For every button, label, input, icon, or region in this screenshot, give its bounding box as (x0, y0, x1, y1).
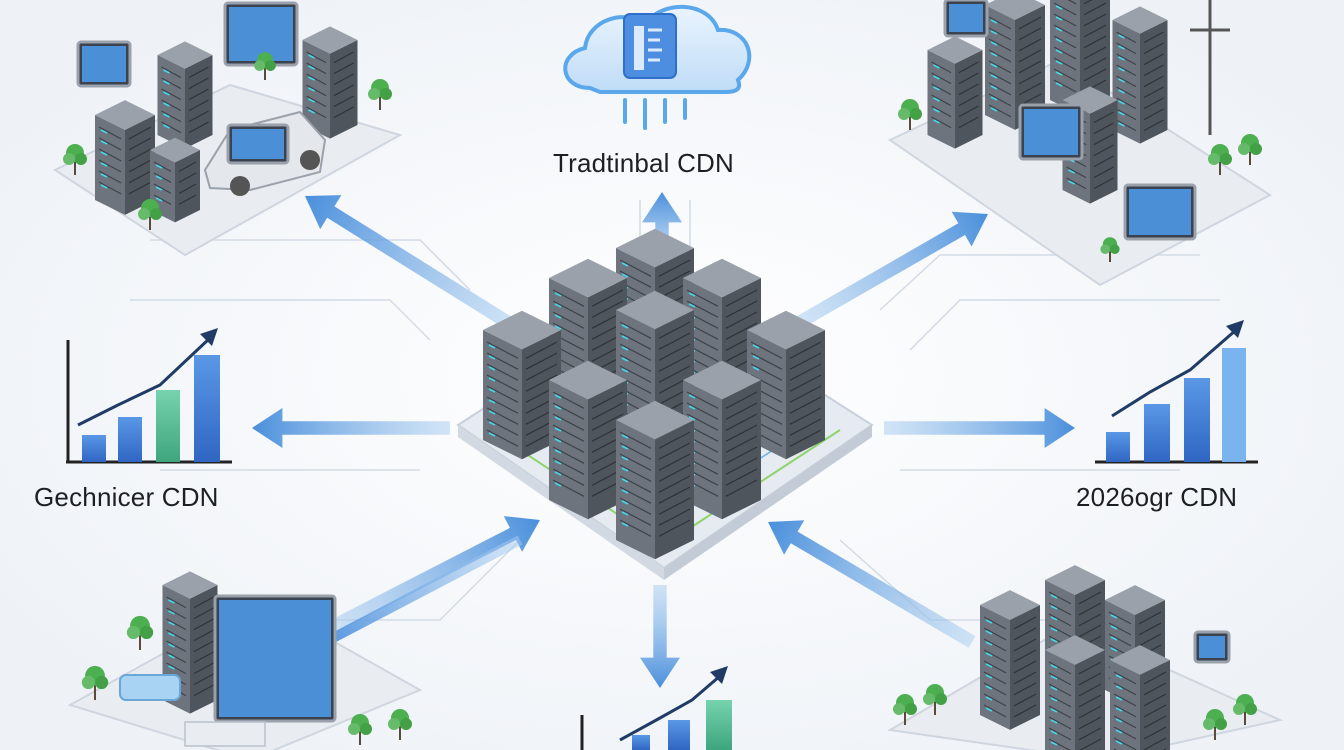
smart-city-car-icon (52, 1, 403, 257)
central-server-tower-8 (683, 360, 761, 520)
arrow-to-bottom (640, 585, 680, 688)
tl-server-b (157, 41, 213, 149)
growth-bar-chart-left (66, 328, 232, 464)
label-left: Gechnicer CDN (34, 482, 219, 512)
tr-server-a (927, 36, 983, 149)
br-server-d (1045, 635, 1105, 750)
central-server-tower-7 (549, 360, 627, 520)
tl-server-c (302, 26, 358, 139)
br-server-e (1110, 645, 1170, 750)
workstation-icon (67, 571, 423, 750)
server-rack-icon (887, 565, 1284, 750)
growth-bar-chart-bottom (580, 666, 732, 750)
arrow-to-right (884, 408, 1075, 448)
br-server-a (980, 590, 1040, 730)
datacenter-icon (888, 0, 1272, 287)
arrow-to-top-left (305, 195, 524, 336)
growth-bar-chart-right (1095, 320, 1258, 464)
cloud-storage-icon (563, 4, 752, 130)
arrow-from-bottom-left (326, 516, 540, 634)
arrows (252, 192, 1075, 688)
label-right: 2026ogr CDN (1076, 482, 1238, 512)
label-top: Tradtinbal CDN (553, 148, 735, 178)
tl-server-a (95, 100, 155, 215)
tr-server-b (985, 0, 1045, 130)
arrow-to-left (252, 408, 450, 448)
server-cluster-icon (483, 228, 825, 560)
central-server-tower-4 (483, 310, 561, 460)
central-server-tower-6 (747, 310, 825, 460)
arrow-from-bottom-right (768, 520, 976, 648)
arrow-to-top-right (796, 211, 988, 328)
arrow-to-bottom-left (310, 535, 523, 653)
arrow-to-top (642, 192, 682, 270)
tr-server-c (1050, 0, 1110, 115)
central-server-tower-9 (616, 400, 694, 560)
tr-server-d (1112, 6, 1168, 144)
